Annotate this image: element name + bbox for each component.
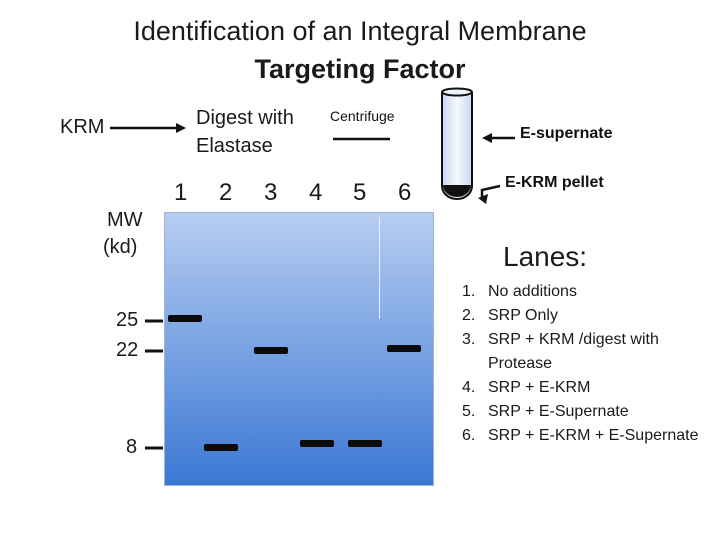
- band-lane-3-22kd: [254, 347, 288, 354]
- lane-number-4: 4: [309, 179, 323, 206]
- gel: [164, 212, 434, 486]
- supernate-label: E-supernate: [520, 125, 613, 142]
- title-line-2: Targeting Factor: [254, 54, 466, 84]
- lane-item-4: 4.SRP + E-KRM: [462, 379, 591, 396]
- mw-label-line-1: MW: [107, 209, 143, 231]
- band-lane-6-22kd: [387, 345, 421, 352]
- lane-item-5: 5.SRP + E-Supernate: [462, 403, 629, 420]
- gel-lane-divider: [379, 217, 380, 319]
- lane-number-5: 5: [353, 179, 367, 206]
- krm-label: KRM: [60, 116, 105, 138]
- marker-label-8: 8: [126, 436, 138, 458]
- lane-number-2: 2: [219, 179, 233, 206]
- lane-item-3: 3.SRP + KRM /digest with Protease: [462, 331, 659, 372]
- lane-number-6: 6: [398, 179, 412, 206]
- centrifuge-label: Centrifuge: [330, 108, 395, 124]
- krm-digest-arrow: [110, 123, 186, 133]
- lane-item-1: 1.No additions: [462, 283, 577, 300]
- pellet-label: E-KRM pellet: [505, 174, 604, 191]
- band-lane-2-8kd: [204, 444, 238, 451]
- band-lane-4-8kd: [300, 440, 334, 447]
- lane-number-1: 1: [174, 179, 188, 206]
- marker-label-25: 25: [116, 309, 139, 331]
- band-lane-5-8kd: [348, 440, 382, 447]
- lanes-heading: Lanes:: [503, 241, 588, 272]
- title-line-1: Identification of an Integral Membrane: [133, 16, 587, 46]
- lane-item-2: 2.SRP Only: [462, 307, 558, 324]
- digest-label-line-2: Elastase: [196, 135, 273, 157]
- lane-item-6: 6.SRP + E-KRM + E-Supernate: [462, 427, 699, 444]
- band-lane-1-25kd: [168, 315, 202, 322]
- pellet-arrow: [478, 184, 501, 204]
- mw-label-line-2: (kd): [103, 236, 138, 258]
- test-tube-icon: [441, 87, 473, 200]
- marker-label-22: 22: [116, 339, 139, 361]
- digest-label-line-1: Digest with: [196, 107, 294, 129]
- lanes-list: 1.No additions 2.SRP Only 3.SRP + KRM /d…: [458, 280, 708, 448]
- supernate-arrow: [482, 133, 515, 143]
- lane-number-3: 3: [264, 179, 278, 206]
